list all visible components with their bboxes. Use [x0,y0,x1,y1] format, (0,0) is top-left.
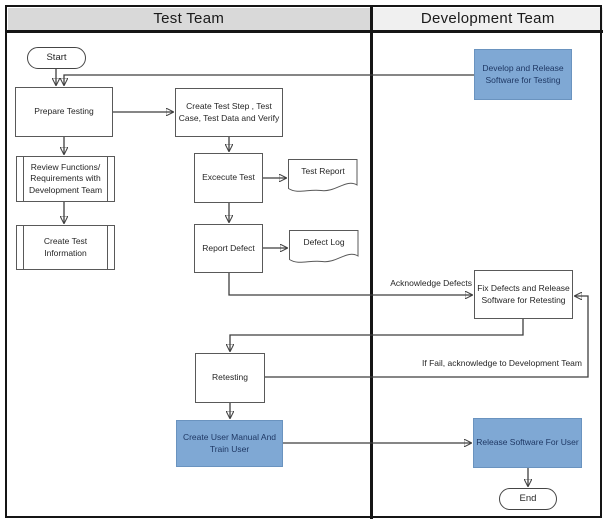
node-prepare-testing: Prepare Testing [15,87,113,137]
node-label: End [519,492,537,504]
node-label: Release Software For User [476,437,579,448]
node-end: End [499,488,557,510]
node-review-functions: Review Functions/ Requirements with Deve… [16,156,115,202]
lane-title: Test Team [153,10,225,28]
header-separator [5,30,603,33]
node-report-defect: Report Defect [194,224,263,273]
lane-header-development-team: Development Team [373,7,603,30]
node-defect-log: Defect Log [289,230,359,268]
lane-header-test-team: Test Team [7,7,370,30]
node-execute-test: Excecute Test [194,153,263,203]
node-label: Create Test Step , Test Case, Test Data … [178,101,280,123]
edge-label-if-fail: If Fail, acknowledge to Development Team [421,358,582,368]
node-label: Fix Defects and Release Software for Ret… [477,283,570,305]
node-label: Test Report [301,166,345,176]
node-retesting: Retesting [195,353,265,403]
node-label: Start [46,51,67,63]
node-label: Create Test Information [43,236,88,258]
document-shape [289,230,359,263]
edge-label-acknowledge-defects: Acknowledge Defects [390,278,472,288]
node-label: Review Functions/ Requirements with Deve… [28,162,103,195]
node-label: Prepare Testing [34,106,94,117]
node-label: Create User Manual And Train User [182,432,277,454]
node-start: Start [27,47,86,69]
lane-divider [370,5,373,519]
diagram-outer-border [5,5,602,518]
node-develop-release: Develop and Release Software for Testing [474,49,572,100]
node-label: Excecute Test [202,172,255,183]
document-shape [288,159,358,192]
node-label: Report Defect [202,242,255,253]
lane-title: Development Team [420,10,555,28]
node-create-test-information: Create Test Information [16,225,115,270]
node-create-test-step: Create Test Step , Test Case, Test Data … [175,88,283,137]
node-label: Retesting [212,372,248,383]
node-release-software: Release Software For User [473,418,582,468]
node-create-user-manual: Create User Manual And Train User [176,420,283,467]
node-label: Defect Log [303,237,345,247]
node-label: Develop and Release Software for Testing [482,63,564,85]
node-fix-defects: Fix Defects and Release Software for Ret… [474,270,573,319]
node-test-report: Test Report [288,159,358,197]
